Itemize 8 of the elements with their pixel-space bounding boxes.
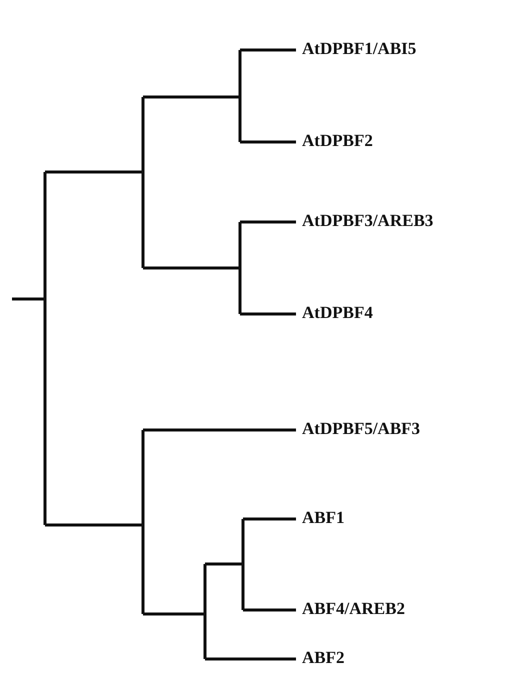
gene-label: AtDPBF3/AREB3 — [302, 211, 434, 231]
gene-label: AtDPBF5/ABF3 — [302, 419, 420, 439]
gene-label: ABF2 — [302, 648, 344, 668]
gene-label: AtDPBF4 — [302, 303, 373, 323]
gene-label: AtDPBF2 — [302, 131, 373, 151]
gene-label: ABF4/AREB2 — [302, 599, 405, 619]
gene-label: AtDPBF1/ABI5 — [302, 39, 416, 59]
gene-label: ABF1 — [302, 508, 344, 528]
